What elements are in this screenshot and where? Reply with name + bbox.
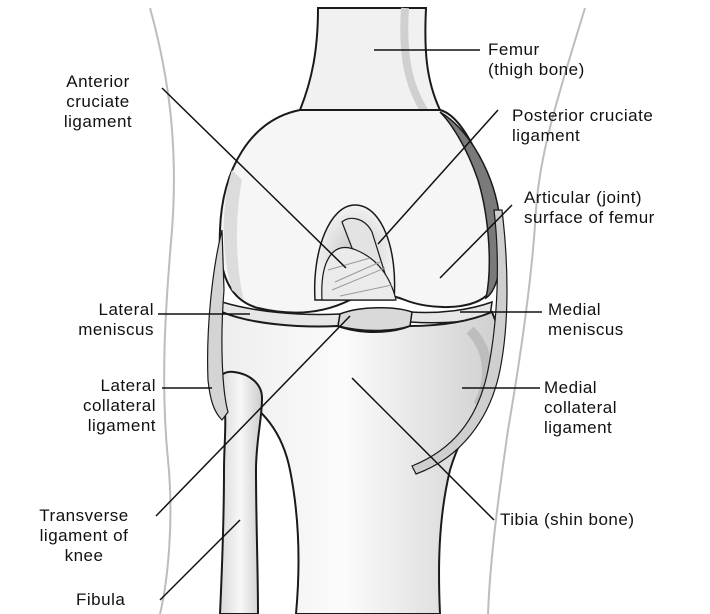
label-acl-line2: cruciate bbox=[34, 92, 162, 112]
label-medial-collateral-ligament: Medial collateral ligament bbox=[544, 378, 617, 438]
label-posterior-cruciate-ligament: Posterior cruciate ligament bbox=[512, 106, 653, 146]
label-anterior-cruciate-ligament: Anterior cruciate ligament bbox=[34, 72, 162, 132]
label-lateral-meniscus-line2: meniscus bbox=[38, 320, 154, 340]
label-femur: Femur (thigh bone) bbox=[488, 40, 585, 80]
label-lateral-collateral-line2: collateral bbox=[30, 396, 156, 416]
label-fibula: Fibula bbox=[76, 590, 125, 610]
label-articular-line1: Articular (joint) bbox=[524, 188, 655, 208]
label-femur-line2: (thigh bone) bbox=[488, 60, 585, 80]
label-medial-collateral-line1: Medial bbox=[544, 378, 617, 398]
label-lateral-collateral-line3: ligament bbox=[30, 416, 156, 436]
label-transverse-line2: ligament of bbox=[14, 526, 154, 546]
label-transverse-line3: knee bbox=[14, 546, 154, 566]
label-lateral-collateral-ligament: Lateral collateral ligament bbox=[30, 376, 156, 436]
label-acl-line1: Anterior bbox=[34, 72, 162, 92]
label-medial-meniscus: Medial meniscus bbox=[548, 300, 624, 340]
transverse-ligament bbox=[338, 308, 412, 331]
label-lateral-collateral-line1: Lateral bbox=[30, 376, 156, 396]
label-transverse-line1: Transverse bbox=[14, 506, 154, 526]
label-articular-surface: Articular (joint) surface of femur bbox=[524, 188, 655, 228]
label-pcl-line1: Posterior cruciate bbox=[512, 106, 653, 126]
label-pcl-line2: ligament bbox=[512, 126, 653, 146]
label-articular-line2: surface of femur bbox=[524, 208, 655, 228]
label-acl-line3: ligament bbox=[34, 112, 162, 132]
label-medial-meniscus-line1: Medial bbox=[548, 300, 624, 320]
label-tibia-line1: Tibia (shin bone) bbox=[500, 510, 635, 530]
label-transverse-ligament: Transverse ligament of knee bbox=[14, 506, 154, 566]
tibia bbox=[217, 312, 500, 614]
label-medial-meniscus-line2: meniscus bbox=[548, 320, 624, 340]
label-tibia: Tibia (shin bone) bbox=[500, 510, 635, 530]
label-medial-collateral-line2: collateral bbox=[544, 398, 617, 418]
label-fibula-line1: Fibula bbox=[76, 590, 125, 610]
label-lateral-meniscus: Lateral meniscus bbox=[38, 300, 154, 340]
label-lateral-meniscus-line1: Lateral bbox=[38, 300, 154, 320]
label-femur-line1: Femur bbox=[488, 40, 585, 60]
label-medial-collateral-line3: ligament bbox=[544, 418, 617, 438]
